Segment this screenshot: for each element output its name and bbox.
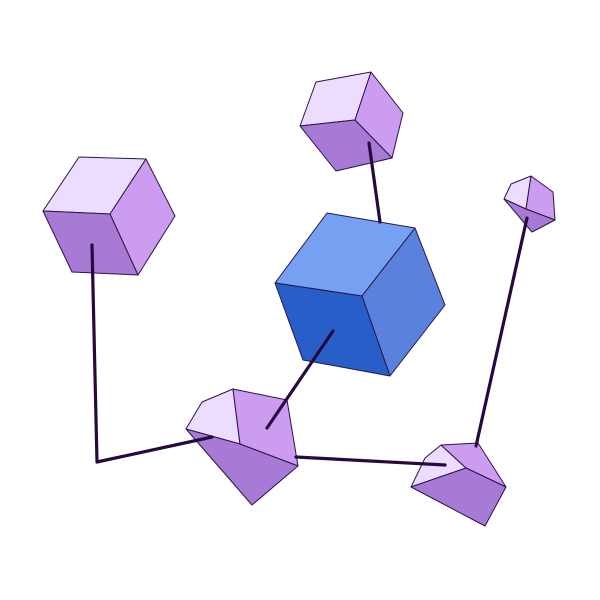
cube-icon <box>299 71 404 172</box>
connector-upper-left-to-lower-middle <box>90 243 214 464</box>
connector-hub-to-lower-middle <box>265 329 335 430</box>
cube-left-face <box>299 119 393 172</box>
cube-icon <box>42 156 176 276</box>
cube-node-upper-left <box>42 156 176 276</box>
connector-lower-middle-to-lower-right <box>294 455 447 467</box>
cube-icon <box>410 442 507 527</box>
cube-left-face <box>42 210 139 276</box>
cube-nodes <box>42 71 556 527</box>
cube-icon <box>274 212 446 377</box>
connector-top-to-hub <box>367 141 382 224</box>
cube-left-face <box>410 467 507 527</box>
cube-icon <box>503 175 556 233</box>
cube-left-face <box>503 198 556 233</box>
cube-node-hub <box>274 212 446 377</box>
cube-node-small-right <box>503 175 556 233</box>
connector-lines-foreground <box>90 141 529 467</box>
cube-node-top <box>299 71 404 172</box>
cube-node-lower-right <box>410 442 507 527</box>
connector-small-right-to-lower-right <box>474 216 529 448</box>
cube-left-face <box>185 428 299 506</box>
